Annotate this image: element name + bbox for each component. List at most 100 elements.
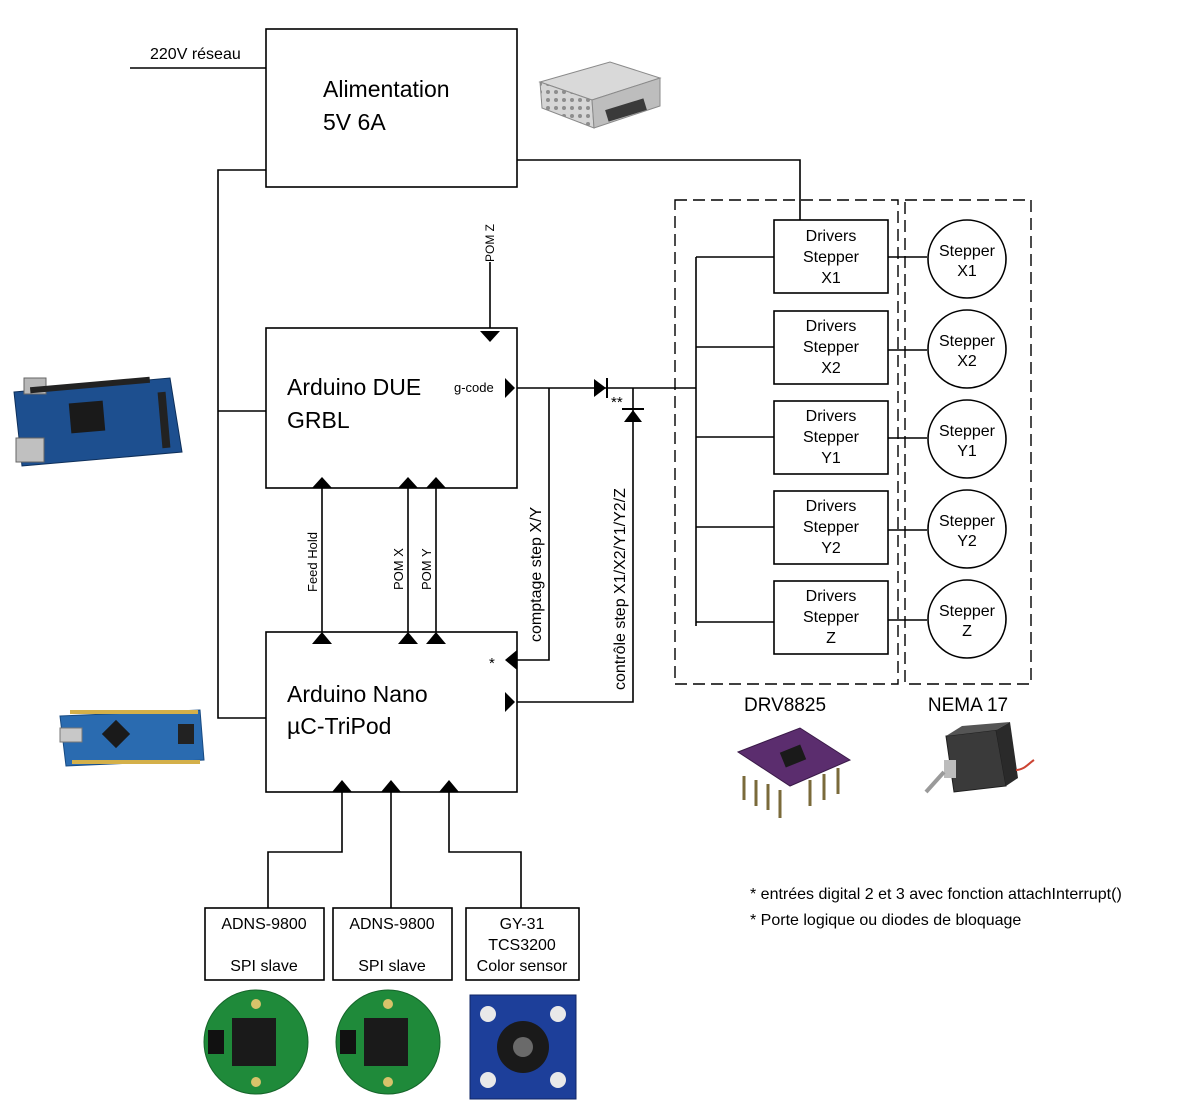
arrow-sensor-2 xyxy=(381,780,401,792)
diode-control xyxy=(622,408,644,422)
driver-boxes xyxy=(773,219,889,655)
driver-labels: Drivers Stepper X1 Drivers Stepper X2 Dr… xyxy=(803,228,860,647)
driver-box-x2 xyxy=(773,310,889,385)
stepper-z-line1: Stepper xyxy=(939,603,996,620)
diode-mark: ** xyxy=(611,394,623,411)
nano-subtitle: µC-TriPod xyxy=(287,713,391,739)
arrow-sensor-3 xyxy=(439,780,459,792)
interrupt-mark: * xyxy=(489,655,495,672)
sensor-1-line1: ADNS-9800 xyxy=(221,916,306,933)
sensor-box-1 xyxy=(204,907,325,981)
sensor-3-line1: GY-31 xyxy=(500,916,545,933)
driver-x2-line1: Drivers xyxy=(806,318,857,335)
wires xyxy=(130,67,927,908)
stepper-z-line2: Z xyxy=(962,623,972,640)
wire-power-drivers xyxy=(517,159,801,220)
driver-y1-line3: Y1 xyxy=(821,450,841,467)
driver-x1-line1: Drivers xyxy=(806,228,857,245)
wire-power-bus xyxy=(217,169,266,719)
sensor-3-line2: TCS3200 xyxy=(488,937,556,954)
mains-label: 220V réseau xyxy=(150,46,241,63)
driver-x2-line2: Stepper xyxy=(803,339,860,356)
psu-title: Alimentation xyxy=(323,76,450,102)
sensor-box-3 xyxy=(465,907,580,981)
driver-z-line1: Drivers xyxy=(806,588,857,605)
stepper-x2-line2: X2 xyxy=(957,353,977,370)
drv-group-label: DRV8825 xyxy=(744,695,826,716)
driver-y2-line1: Drivers xyxy=(806,498,857,515)
diode-gcode xyxy=(594,378,608,398)
arrow-feed-hold xyxy=(312,477,332,488)
driver-y1-line2: Stepper xyxy=(803,429,860,446)
stepper-circle-y2 xyxy=(927,489,1007,569)
sensor-2-line3: SPI slave xyxy=(358,958,426,975)
arrow-pom-z xyxy=(480,331,500,342)
stepper-circle-y1 xyxy=(927,399,1007,479)
psu-illustration xyxy=(538,61,662,129)
step-count-label: comptage step X/Y xyxy=(528,506,545,642)
driver-box-z xyxy=(773,580,889,655)
arduino-due-illustration xyxy=(13,376,183,467)
wire-step-control xyxy=(517,388,634,703)
arrow-step-control-in xyxy=(505,692,515,712)
driver-x2-line3: X2 xyxy=(821,360,841,377)
driver-y1-line1: Drivers xyxy=(806,408,857,425)
feed-hold-label: Feed Hold xyxy=(305,532,320,592)
arrow-step-count-in xyxy=(505,650,517,670)
pom-z-label: POM Z xyxy=(483,224,497,262)
nema17-illustration xyxy=(924,722,1035,794)
tcs3200-illustration xyxy=(469,994,577,1100)
sensor-labels: ADNS-9800 SPI slave ADNS-9800 SPI slave … xyxy=(221,916,568,975)
sensor-1-line3: SPI slave xyxy=(230,958,298,975)
due-subtitle: GRBL xyxy=(287,407,350,433)
driver-z-line3: Z xyxy=(826,630,836,647)
driver-z-line2: Stepper xyxy=(803,609,860,626)
psu-box xyxy=(265,28,518,188)
wire-step-count xyxy=(517,388,550,661)
driver-x1-line2: Stepper xyxy=(803,249,860,266)
stepper-x1-line1: Stepper xyxy=(939,243,996,260)
stepper-circles xyxy=(927,219,1007,659)
due-title: Arduino DUE xyxy=(287,374,421,400)
driver-box-x1 xyxy=(773,219,889,294)
stepper-circle-x2 xyxy=(927,309,1007,389)
stepper-x2-line1: Stepper xyxy=(939,333,996,350)
note-logic-gate: * Porte logique ou diodes de bloquage xyxy=(750,912,1021,929)
arrow-due-pom-x xyxy=(398,477,418,488)
wire-sensor-3 xyxy=(448,788,522,908)
driver-x1-line3: X1 xyxy=(821,270,841,287)
drv8825-illustration xyxy=(736,727,852,818)
arrow-due-pom-y xyxy=(426,477,446,488)
nano-box xyxy=(265,631,518,793)
motor-group-label: NEMA 17 xyxy=(928,695,1008,716)
driver-box-y1 xyxy=(773,400,889,475)
stepper-labels: Stepper X1 Stepper X2 Stepper Y1 Stepper… xyxy=(939,243,996,640)
stepper-y2-line1: Stepper xyxy=(939,513,996,530)
psu-rating: 5V 6A xyxy=(323,109,386,135)
driver-group-frame xyxy=(674,199,899,685)
arrow-nano-pom-x xyxy=(398,632,418,644)
stepper-circle-x1 xyxy=(927,219,1007,299)
stepper-x1-line2: X1 xyxy=(957,263,977,280)
adns9800-illustration-1 xyxy=(203,989,309,1095)
stepper-circle-z xyxy=(927,579,1007,659)
motor-group-frame xyxy=(904,199,1032,685)
stepper-y1-line2: Y1 xyxy=(957,443,977,460)
arduino-nano-illustration xyxy=(59,709,205,767)
due-box xyxy=(265,327,518,489)
driver-box-y2 xyxy=(773,490,889,565)
arrow-nano-pom-y xyxy=(426,632,446,644)
arrow-nano-feed xyxy=(312,632,332,644)
pom-y-label: POM Y xyxy=(419,548,434,590)
gcode-label: g-code xyxy=(454,380,494,395)
wire-sensor-1 xyxy=(267,788,343,908)
step-control-label: contrôle step X1/X2/Y1/Y2/Z xyxy=(612,488,629,690)
sensor-box-2 xyxy=(332,907,453,981)
sensor-2-line1: ADNS-9800 xyxy=(349,916,434,933)
stepper-y1-line1: Stepper xyxy=(939,423,996,440)
stepper-y2-line2: Y2 xyxy=(957,533,977,550)
note-interrupt: * entrées digital 2 et 3 avec fonction a… xyxy=(750,886,1122,903)
driver-y2-line3: Y2 xyxy=(821,540,841,557)
driver-y2-line2: Stepper xyxy=(803,519,860,536)
